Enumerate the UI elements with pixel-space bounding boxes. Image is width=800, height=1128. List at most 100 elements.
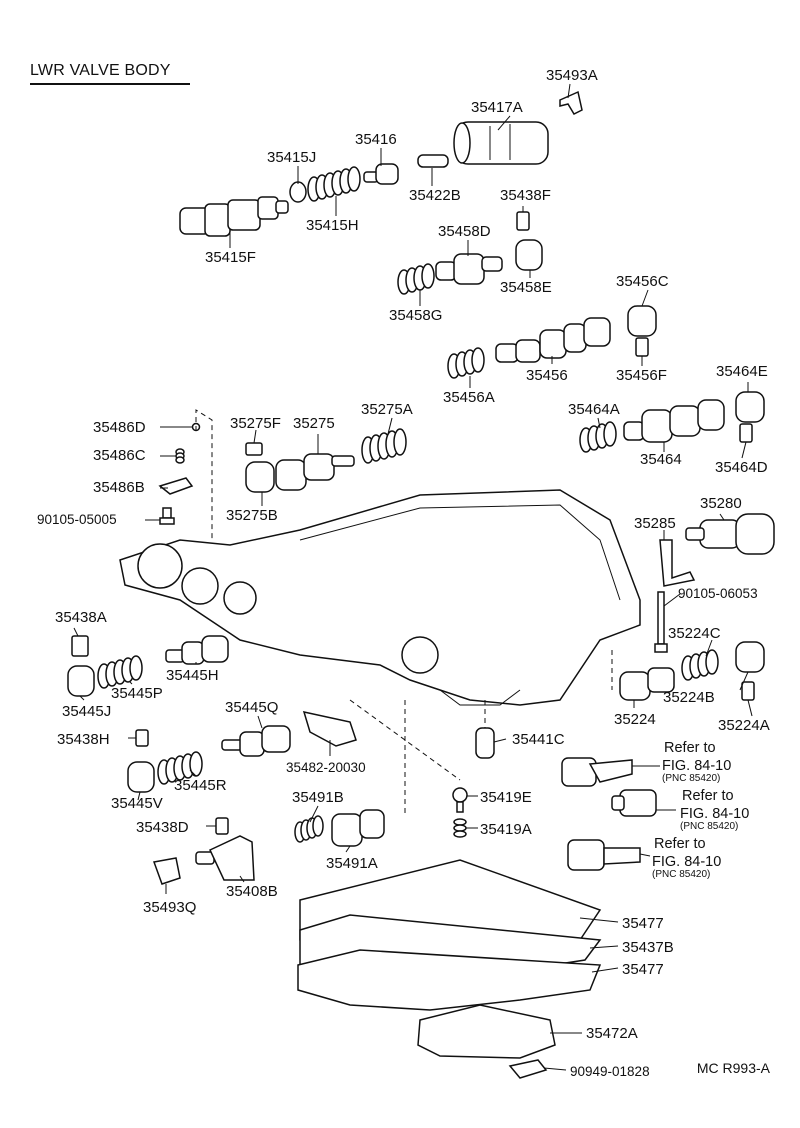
label-35285: 35285 [634, 515, 676, 532]
reference-3-refer: Refer to [654, 836, 706, 852]
part-labels: 35493A 35417A 35416 35415J 35422B 35415H… [37, 67, 770, 1079]
block-35438f-shape [516, 211, 530, 231]
label-35415h: 35415H [306, 217, 359, 234]
plate-35486b-shape [158, 477, 194, 495]
label-35224: 35224 [614, 711, 656, 728]
reference-1-pnc: (PNC 85420) [662, 773, 720, 784]
plug-35464e-shape [735, 391, 765, 423]
reference-callout-3: Refer to FIG. 84-10 (PNC 85420) [652, 836, 721, 880]
check-ball-35441c-shape [475, 727, 495, 759]
label-35438f: 35438F [500, 187, 551, 204]
plug-35456c-shape [627, 305, 657, 337]
block-35456f-shape [635, 337, 649, 357]
label-35456c: 35456C [616, 273, 669, 290]
label-35417a: 35417A [471, 99, 523, 116]
label-35491a: 35491A [326, 855, 378, 872]
plate-35477-lower-shape [297, 949, 602, 1011]
solenoid-ref-1-shape [561, 757, 660, 787]
assembly-centerline-35419e [349, 699, 461, 781]
label-35491b: 35491B [292, 789, 344, 806]
label-35437b: 35437B [622, 939, 674, 956]
valve-body-casting-shape [119, 489, 641, 706]
bolt-90949-01828-shape [508, 1059, 548, 1079]
spring-35415h-shape [307, 166, 361, 202]
reference-3-pnc: (PNC 85420) [652, 869, 710, 880]
reference-callout-2: Refer to FIG. 84-10 (PNC 85420) [680, 788, 749, 832]
label-35419a: 35419A [480, 821, 532, 838]
label-35456a: 35456A [443, 389, 495, 406]
plug-35445v-shape [127, 761, 155, 793]
valve-35491a-shape [331, 809, 385, 847]
spring-35464a-shape [579, 421, 617, 453]
spring-35445p-shape [97, 655, 143, 689]
label-90949-01828: 90949-01828 [570, 1064, 650, 1079]
label-35445p: 35445P [111, 685, 163, 702]
cover-35472a-shape [417, 1004, 556, 1059]
valve-35445h-shape [165, 635, 229, 665]
ball-35419e-shape [452, 787, 468, 813]
diagram-title: LWR VALVE BODY [30, 62, 171, 79]
label-35415j: 35415J [267, 149, 316, 166]
spring-35491b-shape [294, 815, 324, 843]
pin-35422b-shape [417, 154, 449, 168]
reference-callout-1: Refer to FIG. 84-10 (PNC 85420) [662, 740, 731, 784]
label-35472a: 35472A [586, 1025, 638, 1042]
reference-1-refer: Refer to [664, 740, 716, 756]
valve-35224-shape [619, 667, 675, 701]
label-35458g: 35458G [389, 307, 442, 324]
spring-35419a-shape [453, 818, 467, 838]
solenoid-ref-2-shape [611, 789, 676, 817]
label-35486d: 35486D [93, 419, 146, 436]
reference-2-fig: FIG. 84-10 [680, 806, 749, 822]
label-35280: 35280 [700, 495, 742, 512]
label-35464a: 35464A [568, 401, 620, 418]
solenoid-35280-shape [685, 513, 775, 555]
plug-35416-shape [363, 163, 399, 185]
block-35224a-shape [741, 681, 755, 701]
label-35224c: 35224C [668, 625, 721, 642]
plug-35458e-shape [515, 239, 543, 271]
valve-35456-shape [495, 317, 611, 363]
label-35438h: 35438H [57, 731, 110, 748]
label-35477-upper: 35477 [622, 915, 664, 932]
label-35419e: 35419E [480, 789, 532, 806]
label-35482-20030: 35482-20030 [286, 760, 366, 775]
label-35458d: 35458D [438, 223, 491, 240]
figure-code: MC R993-A [696, 1060, 770, 1076]
label-35408b: 35408B [226, 883, 278, 900]
label-35464d: 35464D [715, 459, 768, 476]
label-35438a: 35438A [55, 609, 107, 626]
valve-35464-shape [623, 399, 725, 443]
spring-35224c-shape [681, 649, 719, 681]
plate-35482-20030-shape [302, 710, 357, 747]
block-35438h-shape [135, 729, 149, 747]
valve-35458d-shape [435, 253, 503, 285]
label-35416: 35416 [355, 131, 397, 148]
label-35464: 35464 [640, 451, 682, 468]
label-35445j: 35445J [62, 703, 111, 720]
label-35445r: 35445R [174, 777, 227, 794]
label-35224b: 35224B [663, 689, 715, 706]
label-35445q: 35445Q [225, 699, 278, 716]
reference-3-fig: FIG. 84-10 [652, 854, 721, 870]
bolt-90105-06053-shape [654, 591, 668, 653]
label-35445v: 35445V [111, 795, 163, 812]
assembly-centerline-35486d [195, 409, 213, 540]
label-35275: 35275 [293, 415, 335, 432]
label-35415f: 35415F [205, 249, 256, 266]
label-35493a: 35493A [546, 67, 598, 84]
valve-35408b-shape [195, 835, 255, 881]
plug-35445j-shape [67, 665, 95, 697]
clip-35493a-shape [559, 90, 583, 115]
label-35464e: 35464E [716, 363, 768, 380]
reference-1-fig: FIG. 84-10 [662, 758, 731, 774]
block-35275f-shape [245, 442, 263, 456]
washer-35415j-shape [289, 181, 307, 203]
valve-35415f-shape [179, 196, 289, 237]
label-35493q: 35493Q [143, 899, 196, 916]
clip-35493q-shape [152, 857, 181, 885]
label-35456f: 35456F [616, 367, 667, 384]
label-35456: 35456 [526, 367, 568, 384]
label-35422b: 35422B [409, 187, 461, 204]
